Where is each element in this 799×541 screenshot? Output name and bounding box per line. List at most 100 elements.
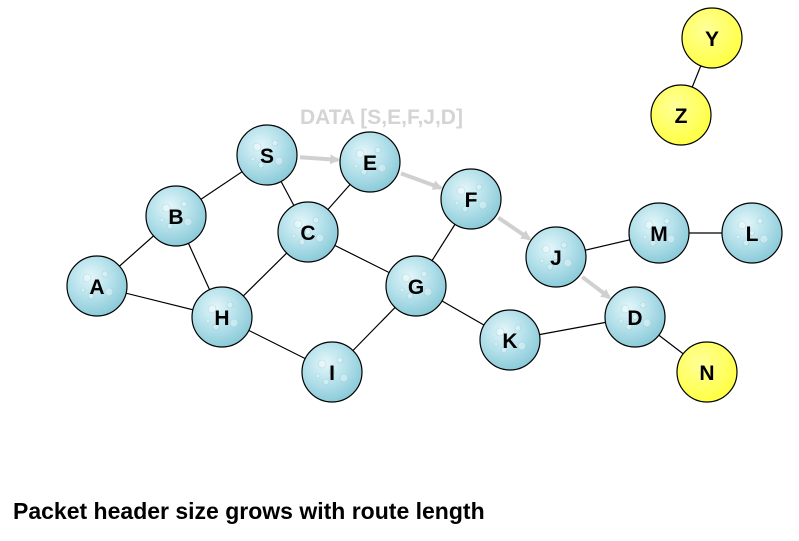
node-circle [681,7,743,69]
node-circle [721,202,783,264]
bubble-texture [274,156,284,166]
bubble-texture [226,301,234,309]
node-label: D [627,307,642,330]
bubble-texture [229,318,239,328]
node-e: E [339,131,401,193]
node-label: Y [705,28,719,51]
node-circle [479,309,541,371]
bubble-texture [644,220,654,230]
bubble-texture [563,258,573,268]
bubble-texture [632,314,638,320]
node-d: D [604,286,666,348]
packet-header-label: DATA [S,E,F,J,D] [300,106,463,129]
bubble-texture [639,301,647,309]
bubble-texture [205,318,211,324]
bubble-texture [468,196,474,202]
bubble-texture [663,217,671,225]
bubble-texture [161,203,171,213]
route-arrow-j-d [581,275,612,300]
node-label: L [746,223,759,246]
bubble-texture [666,234,676,244]
node-label: B [168,206,183,229]
bubble-texture [166,222,174,230]
bubble-texture [560,241,568,249]
node-circle [385,255,447,317]
bubble-texture [377,163,387,173]
bubble-texture [507,337,513,343]
bubble-texture [406,292,414,300]
route-arrow-e-f [400,171,443,190]
node-y: Y [681,7,743,69]
node-j: J [525,226,587,288]
bubble-texture [180,200,188,208]
node-circle [66,255,128,317]
bubble-texture [82,273,92,283]
bubble-texture [541,244,551,254]
node-m: M [628,202,690,264]
bubble-texture [293,219,303,229]
bubble-texture [322,378,330,386]
bubble-texture [546,263,554,271]
node-circle [339,131,401,193]
node-label: M [650,223,668,246]
bubble-texture [399,287,405,293]
bubble-texture [478,200,488,210]
bubble-texture [625,323,633,331]
node-label: H [214,307,229,330]
bubble-texture [656,230,662,236]
bubble-texture [159,217,165,223]
node-label: A [89,276,104,299]
bubble-texture [336,356,344,364]
bubble-texture [212,323,220,331]
bubble-texture [183,217,193,227]
bubble-texture [500,346,508,354]
node-circle [301,341,363,403]
node-label: K [502,330,517,353]
bubble-texture [737,220,747,230]
bubble-texture [355,149,365,159]
node-label: I [329,362,335,385]
node-h: H [191,286,253,348]
node-c: C [277,201,339,263]
bubble-texture [80,287,86,293]
bubble-texture [94,283,100,289]
node-z: Z [650,84,712,146]
bubble-texture [461,205,469,213]
node-g: G [385,255,447,317]
bubble-texture [642,318,652,328]
bubble-texture [620,304,630,314]
bubble-texture [360,168,368,176]
node-circle [145,185,207,247]
node-f: F [440,168,502,230]
route-arrow-f-j [497,215,532,241]
bubble-texture [413,283,419,289]
bubble-texture [618,318,624,324]
bubble-texture [315,373,321,379]
node-a: A [66,255,128,317]
node-n: N [676,341,738,403]
bubble-texture [539,258,545,264]
bubble-texture [339,373,349,383]
bubble-texture [291,233,297,239]
node-s: S [236,124,298,186]
node-circle [628,202,690,264]
bubble-texture [475,183,483,191]
bubble-texture [101,270,109,278]
bubble-texture [315,233,325,243]
bubble-texture [423,287,433,297]
node-circle [676,341,738,403]
bubble-texture [553,254,559,260]
node-label: J [550,247,562,270]
bubble-texture [401,273,411,283]
node-label: G [408,276,424,299]
bubble-texture [250,156,256,162]
bubble-texture [87,292,95,300]
bubble-texture [367,159,373,165]
bubble-texture [495,327,505,337]
bubble-texture [456,186,466,196]
node-circle [440,168,502,230]
node-circle [191,286,253,348]
bubble-texture [329,369,335,375]
